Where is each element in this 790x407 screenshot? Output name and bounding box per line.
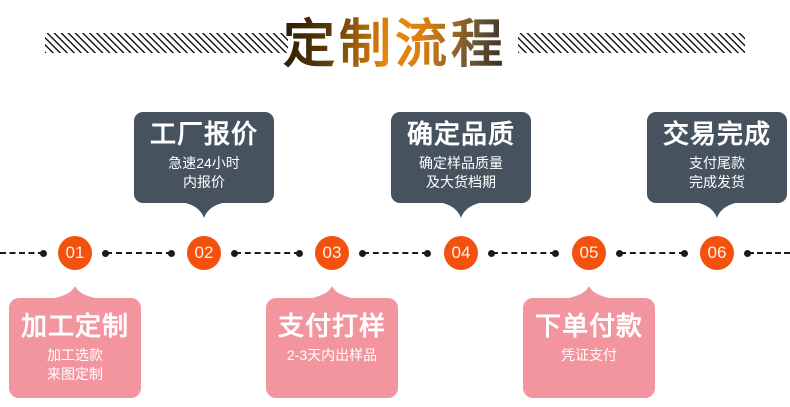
- step-bubble-deal-complete: 交易完成 支付尾款 完成发货: [647, 112, 787, 218]
- step-circle-03: 03: [315, 236, 349, 270]
- timeline-dot: [296, 250, 303, 257]
- bubble-subtitle-line: 凭证支付: [561, 346, 617, 363]
- step-number: 03: [322, 243, 342, 262]
- step-bubble-factory-quote: 工厂报价 急速24小时 内报价: [134, 112, 274, 218]
- bubble-title: 工厂报价: [149, 119, 258, 149]
- timeline-dash-segment: [492, 252, 556, 254]
- step-number: 04: [451, 243, 471, 262]
- timeline-dot: [424, 250, 431, 257]
- timeline-dash-segment: [235, 252, 300, 254]
- bubble-subtitle-line: 确定样品质量: [419, 154, 503, 171]
- page-title: 定制流程: [283, 2, 507, 77]
- bubble-title: 交易完成: [662, 119, 771, 149]
- timeline-dash-segment: [106, 252, 172, 254]
- step-circle-02: 02: [187, 236, 221, 270]
- bubble-subtitle-line: 内报价: [183, 174, 225, 191]
- step-bubble-pay-sampling: 支付打样 2-3天内出样品: [266, 286, 398, 398]
- step-number: 01: [65, 243, 85, 262]
- step-bubble-processing-custom: 加工定制 加工选款 来图定制: [9, 286, 141, 398]
- timeline-dash-segment: [748, 252, 790, 254]
- bubble-title: 加工定制: [20, 311, 129, 341]
- bubble-tail-up-icon: [564, 286, 614, 299]
- step-circle-04: 04: [444, 236, 478, 270]
- step-number: 05: [579, 243, 599, 262]
- timeline-dash-segment: [363, 252, 428, 254]
- timeline-dot: [231, 250, 238, 257]
- timeline-dot: [616, 250, 623, 257]
- bubble-tail-down-icon: [695, 202, 739, 218]
- timeline-dash-segment: [0, 252, 44, 254]
- step-number: 06: [707, 243, 727, 262]
- step-circle-05: 05: [572, 236, 606, 270]
- timeline-dot: [40, 250, 47, 257]
- bubble-title: 确定品质: [406, 119, 515, 149]
- timeline-dot: [681, 250, 688, 257]
- timeline-dot: [552, 250, 559, 257]
- step-circle-01: 01: [58, 236, 92, 270]
- step-bubble-order-payment: 下单付款 凭证支付: [523, 286, 655, 398]
- step-bubble-confirm-quality: 确定品质 确定样品质量 及大货档期: [391, 112, 531, 218]
- bubble-subtitle-line: 完成发货: [689, 174, 745, 191]
- timeline-dash-segment: [620, 252, 685, 254]
- step-number: 02: [194, 243, 214, 262]
- bubble-subtitle-line: 加工选款: [47, 346, 103, 363]
- bubble-subtitle-line: 支付尾款: [689, 154, 745, 171]
- timeline-dot: [102, 250, 109, 257]
- timeline-dot: [359, 250, 366, 257]
- step-circle-06: 06: [700, 236, 734, 270]
- bubble-subtitle-line: 及大货档期: [426, 174, 496, 191]
- bubble-tail-up-icon: [307, 286, 357, 299]
- bubble-tail-up-icon: [50, 286, 100, 299]
- bubble-title: 支付打样: [277, 311, 386, 341]
- timeline-dot: [488, 250, 495, 257]
- hatch-stripes-right: [518, 33, 745, 53]
- bubble-tail-down-icon: [182, 202, 226, 218]
- bubble-subtitle-line: 来图定制: [47, 366, 103, 383]
- hatch-stripes-left: [45, 33, 288, 53]
- timeline-dot: [168, 250, 175, 257]
- bubble-tail-down-icon: [439, 202, 483, 218]
- bubble-subtitle-line: 急速24小时: [168, 154, 240, 171]
- timeline-dot: [744, 250, 751, 257]
- bubble-subtitle-line: 2-3天内出样品: [286, 346, 378, 363]
- bubble-title: 下单付款: [534, 311, 643, 341]
